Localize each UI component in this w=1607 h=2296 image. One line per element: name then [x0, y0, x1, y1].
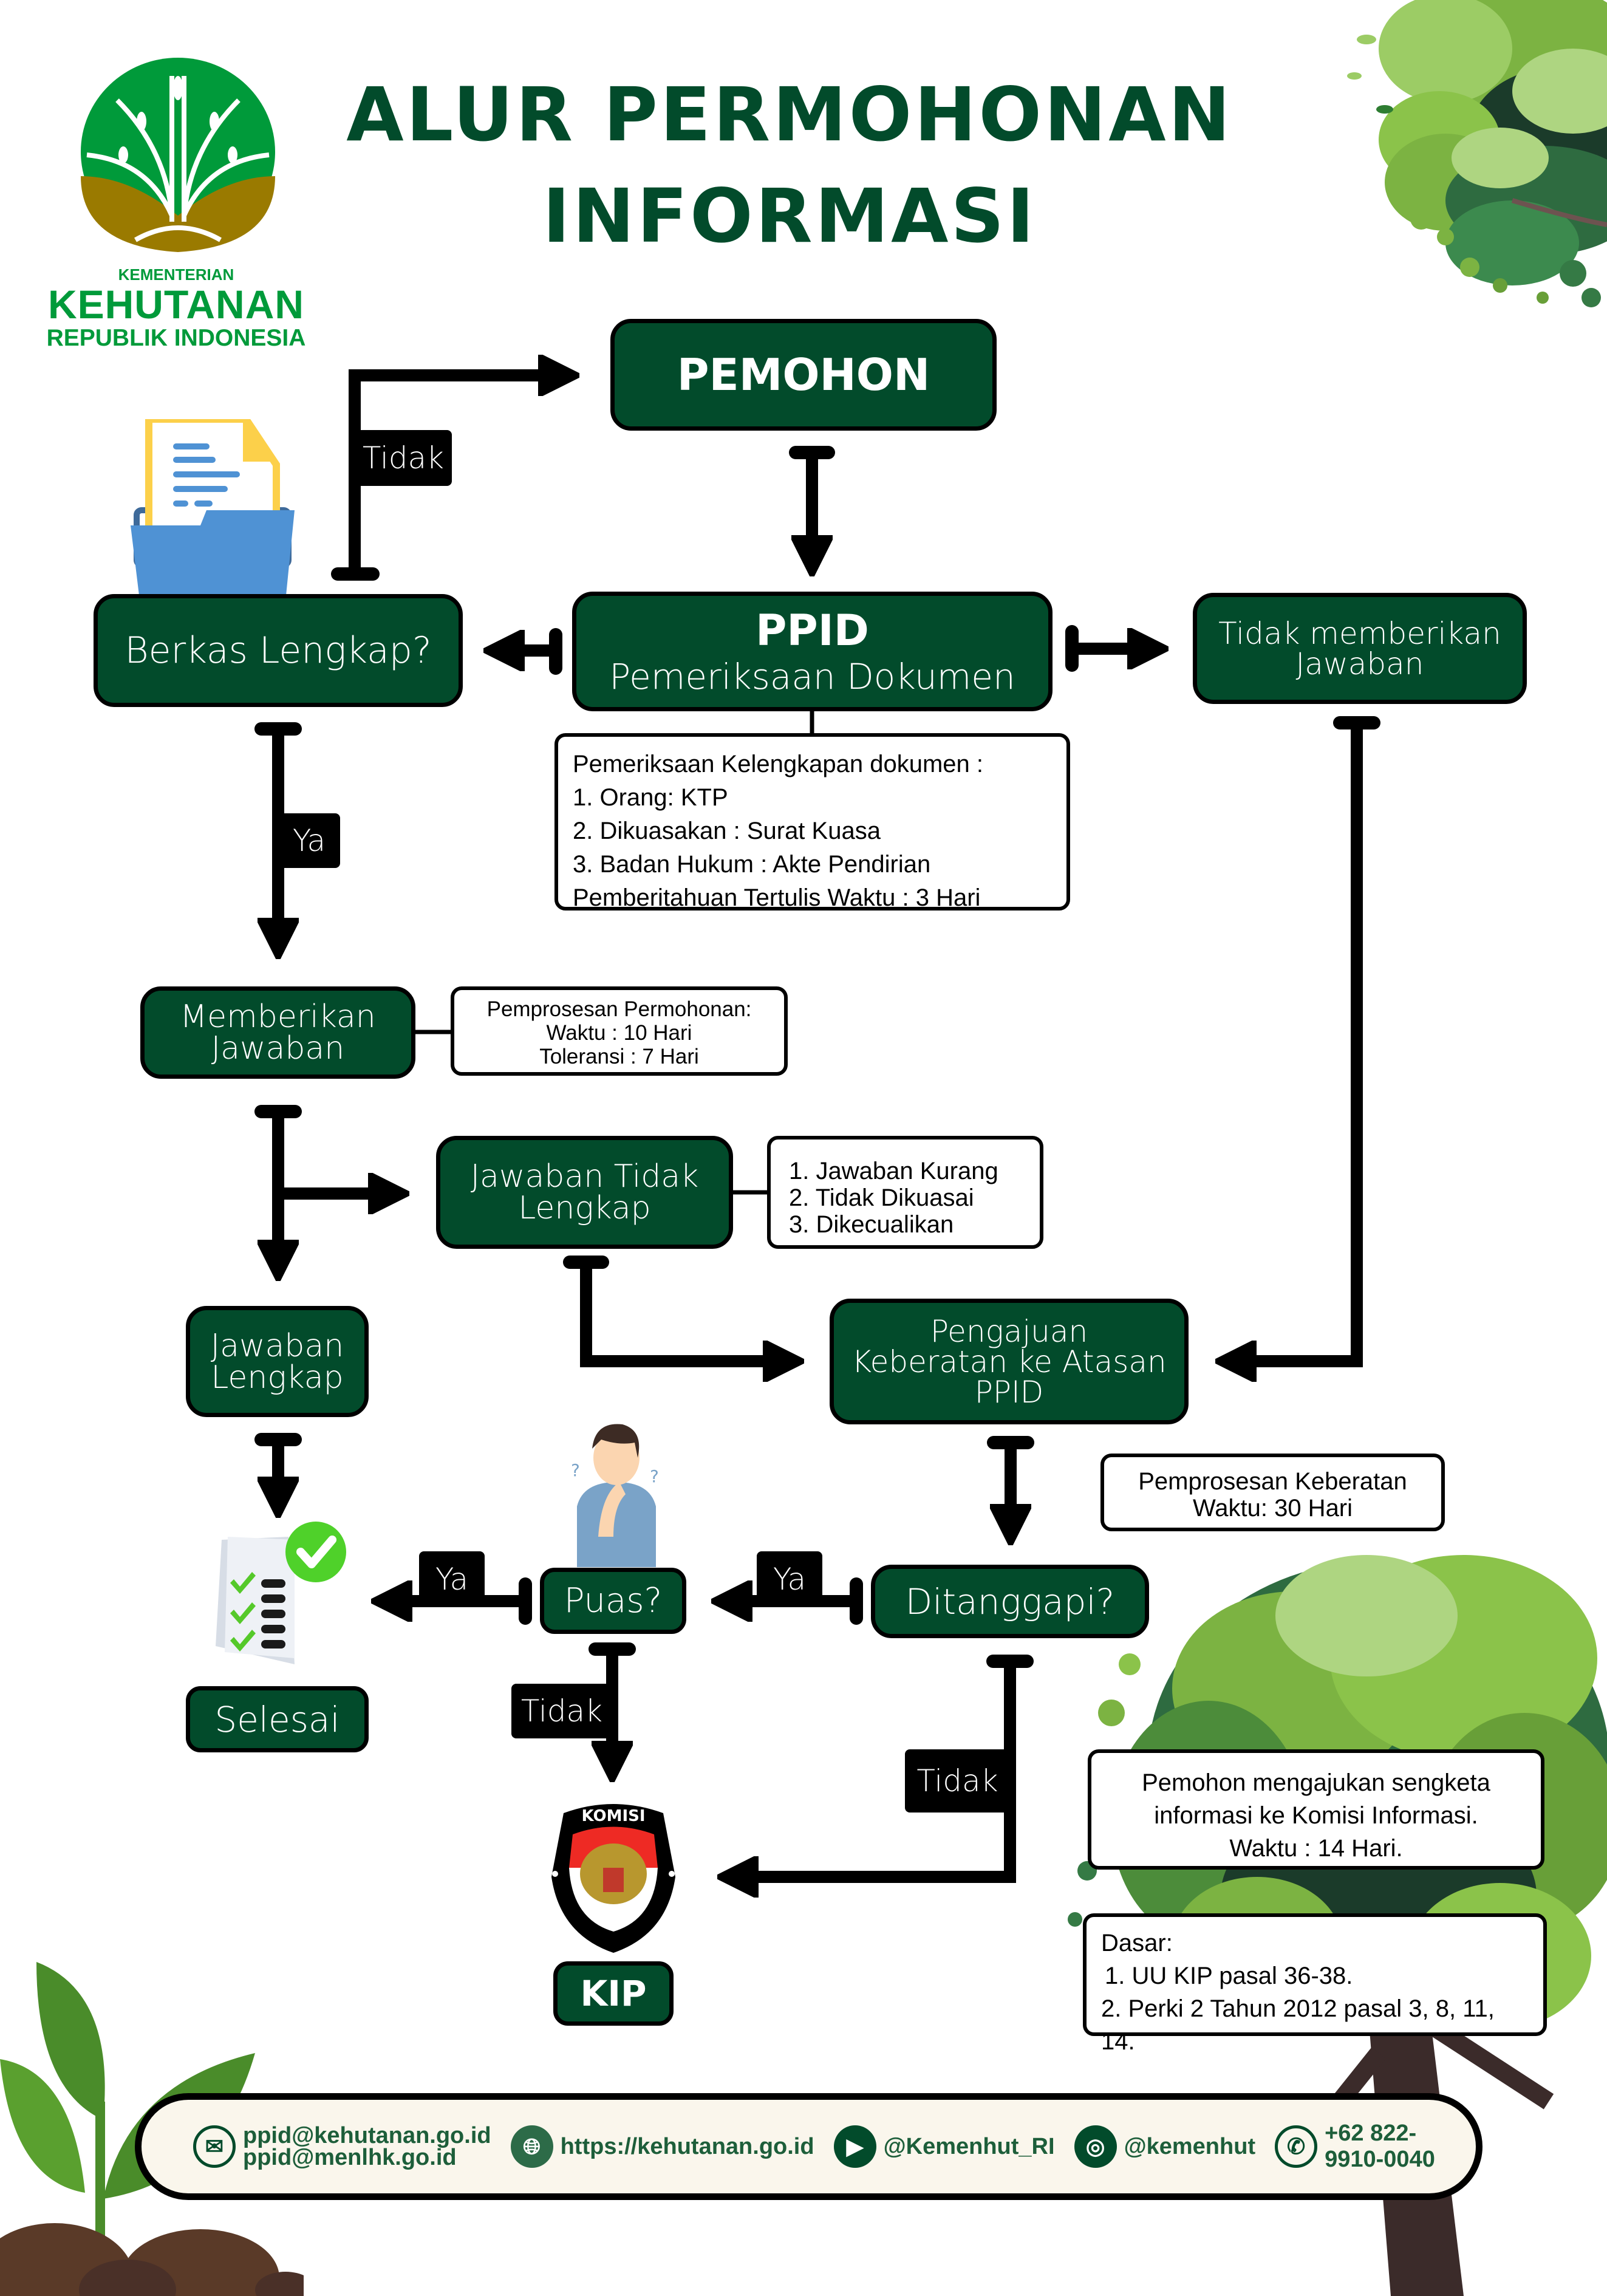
node-ditanggapi[interactable]: Ditanggapi?: [871, 1565, 1149, 1638]
label-tidak-ditanggapi: Tidak: [905, 1749, 1010, 1813]
node-tidak-memberikan-jawaban[interactable]: Tidak memberikan Jawaban: [1193, 593, 1527, 704]
garuda-emblem-icon: [551, 1804, 675, 1953]
footer-email-2[interactable]: ppid@menlhk.go.id: [243, 2145, 457, 2170]
footer-youtube[interactable]: ▶ @Kemenhut_RI: [833, 2125, 1055, 2168]
note-pemprosesan-permohonan: Pemprosesan Permohonan: Waktu : 10 Hari …: [451, 986, 788, 1076]
footer-instagram-link[interactable]: @kemenhut: [1124, 2133, 1256, 2159]
kip-emblem-top-text: KOMISI: [581, 1807, 646, 1825]
label-ya-puas: Ya: [419, 1551, 485, 1607]
node-tidak-memberikan-line1: Tidak memberikan: [1218, 615, 1501, 651]
node-pengajuan-line1: Pengajuan: [930, 1313, 1088, 1349]
node-pengajuan-keberatan[interactable]: Pengajuan Keberatan ke Atasan PPID: [830, 1299, 1189, 1424]
footer-email-1[interactable]: ppid@kehutanan.go.id: [243, 2122, 491, 2148]
kementerian-kehutanan-tree-logo-icon: [81, 58, 275, 252]
note-pemeriksaan-heading: Pemeriksaan Kelengkapan dokumen :: [573, 751, 983, 777]
node-memberikan-jawaban[interactable]: Memberikan Jawaban: [140, 986, 415, 1079]
note-dasar-heading: Dasar:: [1101, 1930, 1173, 1956]
page-title-line1: ALUR PERMOHONAN: [346, 72, 1233, 158]
node-ppid-subtitle: Pemeriksaan Dokumen: [609, 655, 1015, 697]
tree-top-right-decoration: [1347, 0, 1607, 307]
instagram-icon: ◎: [1074, 2125, 1117, 2168]
node-kip[interactable]: KIP: [553, 1961, 674, 2026]
note-sengketa-line2: informasi ke Komisi Informasi.: [1154, 1802, 1478, 1829]
footer-email[interactable]: ✉ ppid@kehutanan.go.id ppid@menlhk.go.id: [193, 2122, 491, 2170]
node-jawaban-tidak-lengkap-line2: Lengkap: [518, 1190, 651, 1226]
note-pemprosesan-keberatan: Pemprosesan Keberatan Waktu: 30 Hari: [1100, 1454, 1445, 1531]
note-pemeriksaan-kelengkapan: Pemeriksaan Kelengkapan dokumen : 1. Ora…: [554, 733, 1070, 911]
note-pemeriksaan-item: 1. Orang: KTP: [573, 784, 728, 811]
whatsapp-icon: ✆: [1275, 2125, 1318, 2168]
note-alasan-item: 3. Dikecualikan: [789, 1211, 954, 1238]
svg-text:?: ?: [571, 1460, 580, 1480]
node-berkas-lengkap-label: Berkas Lengkap?: [125, 629, 432, 672]
note-alasan-tidak-lengkap: 1. Jawaban Kurang 2. Tidak Dikuasai 3. D…: [767, 1136, 1043, 1249]
page-title-line2: INFORMASI: [542, 173, 1037, 259]
footer-whatsapp-link[interactable]: +62 822-9910-0040: [1325, 2120, 1435, 2172]
node-pengajuan-line2: Keberatan ke Atasan: [851, 1344, 1167, 1379]
node-kip-label: KIP: [580, 1973, 647, 2014]
logo-line-republik: REPUBLIK INDONESIA: [46, 325, 306, 351]
kementerian-logo: KEMENTERIAN KEHUTANAN REPUBLIK INDONESIA: [43, 58, 310, 361]
note-pemeriksaan-item: 3. Badan Hukum : Akte Pendirian: [573, 851, 931, 878]
node-ppid[interactable]: PPID Pemeriksaan Dokumen: [572, 592, 1053, 711]
note-alasan-item: 1. Jawaban Kurang: [789, 1158, 998, 1184]
node-jawaban-lengkap[interactable]: Jawaban Lengkap: [186, 1306, 369, 1417]
kip-emblem: KOMISI: [545, 1801, 681, 1953]
note-keberatan-line2: Waktu: 30 Hari: [1192, 1495, 1353, 1522]
note-sengketa: Pemohon mengajukan sengketa informasi ke…: [1088, 1749, 1544, 1870]
node-ditanggapi-label: Ditanggapi?: [905, 1580, 1115, 1622]
label-ya-ditanggapi: Ya: [757, 1551, 822, 1607]
logo-line-kementerian: KEMENTERIAN: [118, 265, 234, 284]
note-pemeriksaan-footer: Pemberitahuan Tertulis Waktu : 3 Hari: [573, 884, 981, 911]
checklist-done-icon: [216, 1522, 346, 1664]
footer-website-link[interactable]: https://kehutanan.go.id: [560, 2133, 814, 2159]
footer-website[interactable]: 🌐︎ https://kehutanan.go.id: [510, 2125, 814, 2168]
node-selesai[interactable]: Selesai: [186, 1686, 369, 1752]
logo-line-kehutanan: KEHUTANAN: [47, 282, 305, 327]
note-sengketa-line1: Pemohon mengajukan sengketa: [1142, 1769, 1490, 1796]
note-pemeriksaan-item: 2. Dikuasakan : Surat Kuasa: [573, 818, 881, 844]
node-memberikan-line2: Jawaban: [211, 1030, 345, 1067]
node-berkas-lengkap[interactable]: Berkas Lengkap?: [94, 594, 463, 707]
node-memberikan-line1: Memberikan: [180, 999, 376, 1035]
note-dasar-hukum: Dasar: 1. UU KIP pasal 36-38. 2. Perki 2…: [1083, 1913, 1547, 2055]
node-puas-label: Puas?: [564, 1580, 663, 1621]
document-folder-icon: [131, 419, 295, 595]
node-ppid-title: PPID: [756, 605, 869, 655]
label-tidak-berkas: Tidak: [355, 430, 452, 486]
note-alasan-item: 2. Tidak Dikuasai: [789, 1184, 974, 1211]
footer-instagram[interactable]: ◎ @kemenhut: [1074, 2125, 1256, 2168]
node-jawaban-lengkap-line1: Jawaban: [210, 1327, 344, 1364]
node-pemohon-label: PEMOHON: [677, 349, 930, 400]
node-selesai-label: Selesai: [214, 1698, 340, 1740]
node-pengajuan-line3: PPID: [974, 1374, 1044, 1410]
node-jawaban-tidak-lengkap-line1: Jawaban Tidak: [470, 1158, 699, 1195]
arrow-tidak-lengkap-to-pengajuan: [580, 1262, 783, 1361]
note-sengketa-line3: Waktu : 14 Hari.: [1229, 1835, 1403, 1862]
contact-footer: ✉ ppid@kehutanan.go.id ppid@menlhk.go.id…: [135, 2093, 1482, 2200]
node-pemohon[interactable]: PEMOHON: [610, 319, 997, 431]
globe-icon: 🌐︎: [510, 2125, 553, 2168]
note-dasar-item: 2. Perki 2 Tahun 2012 pasal 3, 8, 11, 14…: [1101, 1995, 1495, 2055]
thinking-person-icon: ? ?: [571, 1424, 659, 1567]
note-pemprosesan-line2: Waktu : 10 Hari: [546, 1021, 692, 1045]
arrow-tidak-memberikan-to-pengajuan: [1236, 723, 1363, 1361]
youtube-icon: ▶: [833, 2125, 876, 2168]
note-dasar-item: 1. UU KIP pasal 36-38.: [1105, 1963, 1353, 1989]
node-jawaban-lengkap-line2: Lengkap: [211, 1359, 344, 1396]
node-jawaban-tidak-lengkap[interactable]: Jawaban Tidak Lengkap: [436, 1136, 733, 1249]
note-pemprosesan-line1: Pemprosesan Permohonan:: [486, 997, 752, 1021]
mail-icon: ✉: [193, 2125, 236, 2168]
note-keberatan-line1: Pemprosesan Keberatan: [1138, 1468, 1407, 1495]
node-puas[interactable]: Puas?: [540, 1568, 686, 1634]
note-pemprosesan-line3: Toleransi : 7 Hari: [539, 1045, 699, 1068]
node-tidak-memberikan-line2: Jawaban: [1295, 646, 1424, 682]
svg-text:?: ?: [650, 1466, 659, 1486]
footer-whatsapp[interactable]: ✆ +62 822-9910-0040: [1275, 2120, 1467, 2173]
footer-youtube-link[interactable]: @Kemenhut_RI: [883, 2133, 1055, 2159]
label-ya-berkas: Ya: [278, 813, 340, 868]
label-tidak-puas: Tidak: [511, 1684, 612, 1738]
